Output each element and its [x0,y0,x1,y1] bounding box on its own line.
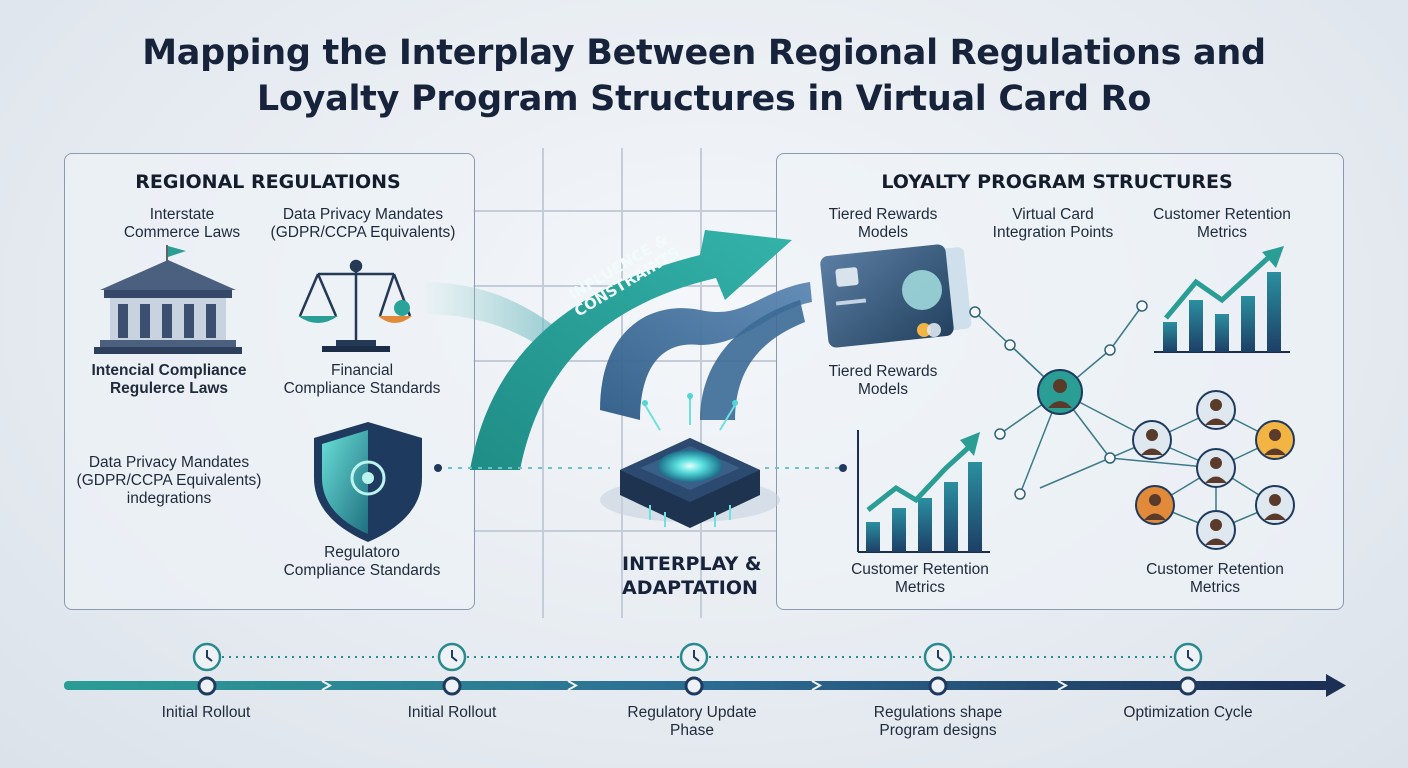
growth-chart-icon [1154,246,1290,353]
interplay-adaptation-label: INTERPLAY & ADAPTATION [622,553,762,599]
regional-regulations-heading: REGIONAL REGULATIONS [135,171,401,193]
grid-line [700,148,702,618]
timeline-label: Regulations shape Program designs [873,704,1003,739]
regulation-item-label: Interstate Commerce Laws [123,206,241,241]
shield-icon [314,422,422,542]
clock-icon [451,650,458,662]
page-title-line-2: Loyalty Program Structures in Virtual Ca… [256,79,1152,119]
timeline-label: Initial Rollout [161,704,251,721]
regulation-item-label: Regulatoro Compliance Standards [283,544,441,579]
network-node [969,300,1148,500]
loyalty-item-label: Tiered Rewards Models [828,206,938,241]
timeline-milestone[interactable] [679,642,709,696]
timeline-milestone[interactable] [923,642,953,696]
loyalty-item-label: Customer Retention Metrics [851,561,989,596]
timeline-milestone[interactable] [192,642,222,696]
regulation-item-label: Intencial Compliance Regulerce Laws [91,362,247,397]
regulation-item-label: Financial Compliance Standards [283,362,441,397]
grid-line [473,530,776,532]
regulation-item-label: Data Privacy Mandates (GDPR/CCPA Equival… [270,206,456,241]
influence-arrow [470,230,792,470]
loyalty-program-heading: LOYALTY PROGRAM STRUCTURES [881,171,1233,193]
grid-line [473,210,776,212]
clock-icon [693,650,700,662]
person-silhouette [1048,379,1286,545]
timeline-label: Regulatory Update Phase [627,704,757,739]
loyalty-item-label: Customer Retention Metrics [1146,561,1284,596]
adaptation-arch [600,282,812,420]
virtual-card-icon [820,244,972,348]
clock-icon [937,650,944,662]
scale-pan [378,316,412,323]
timeline-label: Initial Rollout [407,704,497,721]
growth-chart-icon [857,430,990,553]
loyalty-item-label: Tiered Rewards Models [828,363,938,398]
page-title-line-1: Mapping the Interplay Between Regional R… [142,33,1266,73]
clock-icon [206,650,213,662]
adaptation-arch [700,300,805,420]
loyalty-item-label: Customer Retention Metrics [1153,206,1291,241]
regulation-flow-band [420,282,560,360]
loyalty-item-label: Virtual Card Integration Points [992,206,1114,241]
connector-node [839,464,847,472]
scale-pan [298,316,338,323]
regulation-item-label: Data Privacy Mandates (GDPR/CCPA Equival… [76,454,262,507]
connector-node [434,464,442,472]
timeline-milestone[interactable] [1173,642,1203,696]
scale-base [336,340,376,346]
bank-building-icon [94,245,242,354]
scale-weight [394,300,410,316]
regional-regulations-panel [64,153,475,610]
timeline-label: Optimization Cycle [1123,704,1253,721]
scale-base [322,346,390,352]
timeline-milestone[interactable] [437,642,467,696]
chip-icon [600,393,780,528]
clock-icon [1187,650,1194,662]
